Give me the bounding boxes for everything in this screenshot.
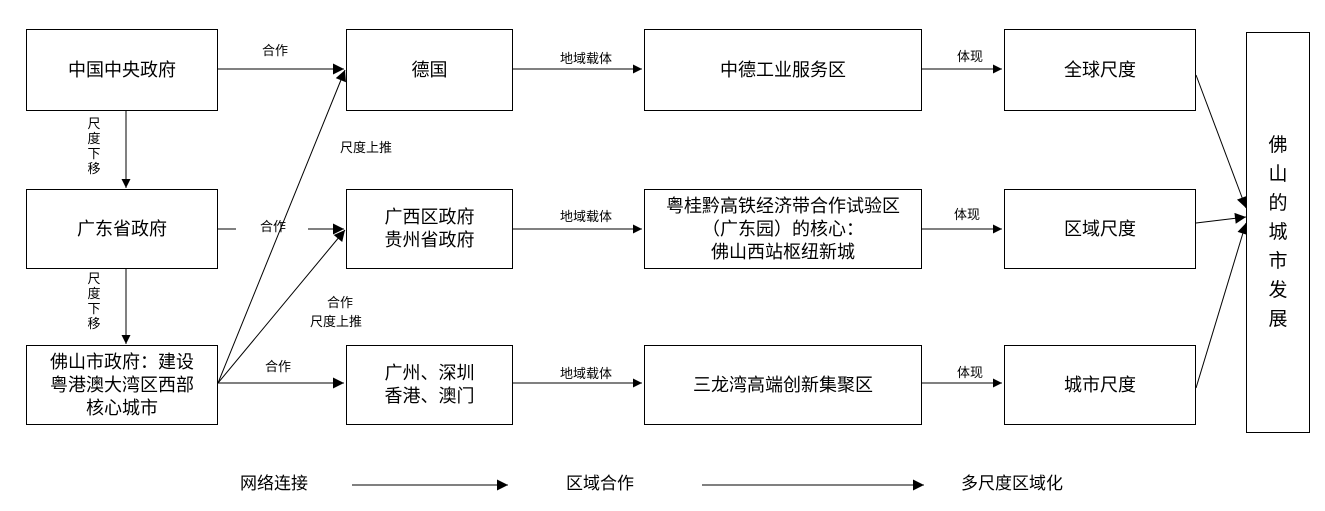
- sanlongwan-label: 三龙湾高端创新集聚区: [693, 374, 873, 396]
- guangxi-guizhou-box: 广西区政府 贵州省政府: [346, 189, 513, 269]
- legend-network-connection: 网络连接: [240, 474, 308, 494]
- foshan-gov-line-3: 核心城市: [86, 397, 158, 419]
- central-government-label: 中国中央政府: [68, 59, 176, 81]
- foshan-dev-char-3: 的: [1268, 192, 1288, 214]
- city-scale-label: 城市尺度: [1064, 374, 1136, 396]
- sino-german-zone-label: 中德工业服务区: [720, 59, 846, 81]
- label-scale-down-1: 尺 度 下 移: [86, 117, 102, 177]
- sanlongwan-box: 三龙湾高端创新集聚区: [644, 345, 922, 425]
- scale-down-2-char-2: 度: [87, 287, 101, 302]
- label-territory-1: 地域载体: [560, 52, 613, 67]
- arrow-global-to-foshan-dev: [1195, 74, 1248, 209]
- gui-zone-line-3: 佛山西站枢纽新城: [711, 241, 855, 263]
- label-scale-up-2: 尺度上推: [310, 315, 363, 330]
- gui-zone-line-1: 粤桂黔高铁经济带合作试验区: [666, 195, 900, 217]
- gd-cities-line-2: 香港、澳门: [384, 386, 475, 407]
- label-territory-3: 地域载体: [560, 367, 613, 382]
- city-scale-box: 城市尺度: [1004, 345, 1196, 425]
- arrow-city-to-foshan-dev: [1195, 222, 1249, 389]
- gui-zone-line-2: （广东园）的核心：: [702, 218, 864, 240]
- global-scale-box: 全球尺度: [1004, 29, 1196, 111]
- gui-zone-box: 粤桂黔高铁经济带合作试验区 （广东园）的核心： 佛山西站枢纽新城: [644, 189, 922, 269]
- central-government-box: 中国中央政府: [26, 29, 218, 111]
- legend-multiscale-regionalization: 多尺度区域化: [961, 474, 1063, 494]
- arrow-foshan-to-guangxi-diag: [217, 229, 346, 384]
- label-coop-top: 合作: [262, 44, 289, 59]
- foshan-development-box: 佛 山 的 城 市 发 展: [1246, 32, 1310, 433]
- scale-down-2-char-3: 下: [87, 302, 101, 317]
- scale-down-1-char-4: 移: [87, 162, 101, 177]
- label-embody-2: 体现: [954, 208, 981, 223]
- guangdong-government-box: 广东省政府: [26, 189, 218, 269]
- foshan-dev-char-6: 发: [1268, 279, 1288, 301]
- label-scale-down-2: 尺 度 下 移: [86, 272, 102, 332]
- label-scale-up-1: 尺度上推: [340, 141, 393, 156]
- foshan-government-box: 佛山市政府：建设 粤港澳大湾区西部 核心城市: [26, 345, 218, 425]
- label-territory-2: 地域载体: [560, 210, 613, 225]
- foshan-gov-line-1: 佛山市政府：建设: [50, 351, 194, 373]
- foshan-dev-char-1: 佛: [1268, 134, 1288, 156]
- global-scale-label: 全球尺度: [1064, 59, 1136, 81]
- germany-box: 德国: [346, 29, 513, 111]
- scale-down-1-char-1: 尺: [87, 117, 101, 132]
- label-coop-mid: 合作: [260, 220, 287, 235]
- regional-scale-label: 区域尺度: [1064, 218, 1136, 240]
- regional-scale-box: 区域尺度: [1004, 189, 1196, 269]
- scale-down-1-char-2: 度: [87, 132, 101, 147]
- arrow-regional-to-foshan-dev: [1195, 212, 1247, 224]
- label-coop-bottom: 合作: [265, 360, 292, 375]
- gd-cities-box: 广州、深圳 香港、澳门: [346, 345, 513, 425]
- legend-regional-cooperation: 区域合作: [566, 474, 634, 494]
- guangdong-government-label: 广东省政府: [77, 218, 167, 240]
- sino-german-zone-box: 中德工业服务区: [644, 29, 922, 111]
- label-coop-diag: 合作: [327, 296, 354, 311]
- germany-label: 德国: [411, 59, 448, 81]
- foshan-dev-char-2: 山: [1268, 163, 1288, 185]
- foshan-dev-char-5: 市: [1268, 250, 1288, 272]
- gd-cities-line-1: 广州、深圳: [384, 363, 475, 384]
- arrow-foshan-to-germany-diag: [217, 69, 346, 384]
- foshan-gov-line-2: 粤港澳大湾区西部: [50, 374, 194, 396]
- foshan-dev-char-4: 城: [1268, 221, 1288, 243]
- scale-down-2-char-1: 尺: [87, 272, 101, 287]
- scale-down-1-char-3: 下: [87, 147, 101, 162]
- guizhou-gov-label: 贵州省政府: [384, 230, 475, 251]
- label-embody-3: 体现: [957, 366, 984, 381]
- foshan-dev-char-7: 展: [1268, 308, 1288, 330]
- label-embody-1: 体现: [957, 50, 984, 65]
- scale-down-2-char-4: 移: [87, 317, 101, 332]
- guangxi-gov-label: 广西区政府: [384, 207, 475, 228]
